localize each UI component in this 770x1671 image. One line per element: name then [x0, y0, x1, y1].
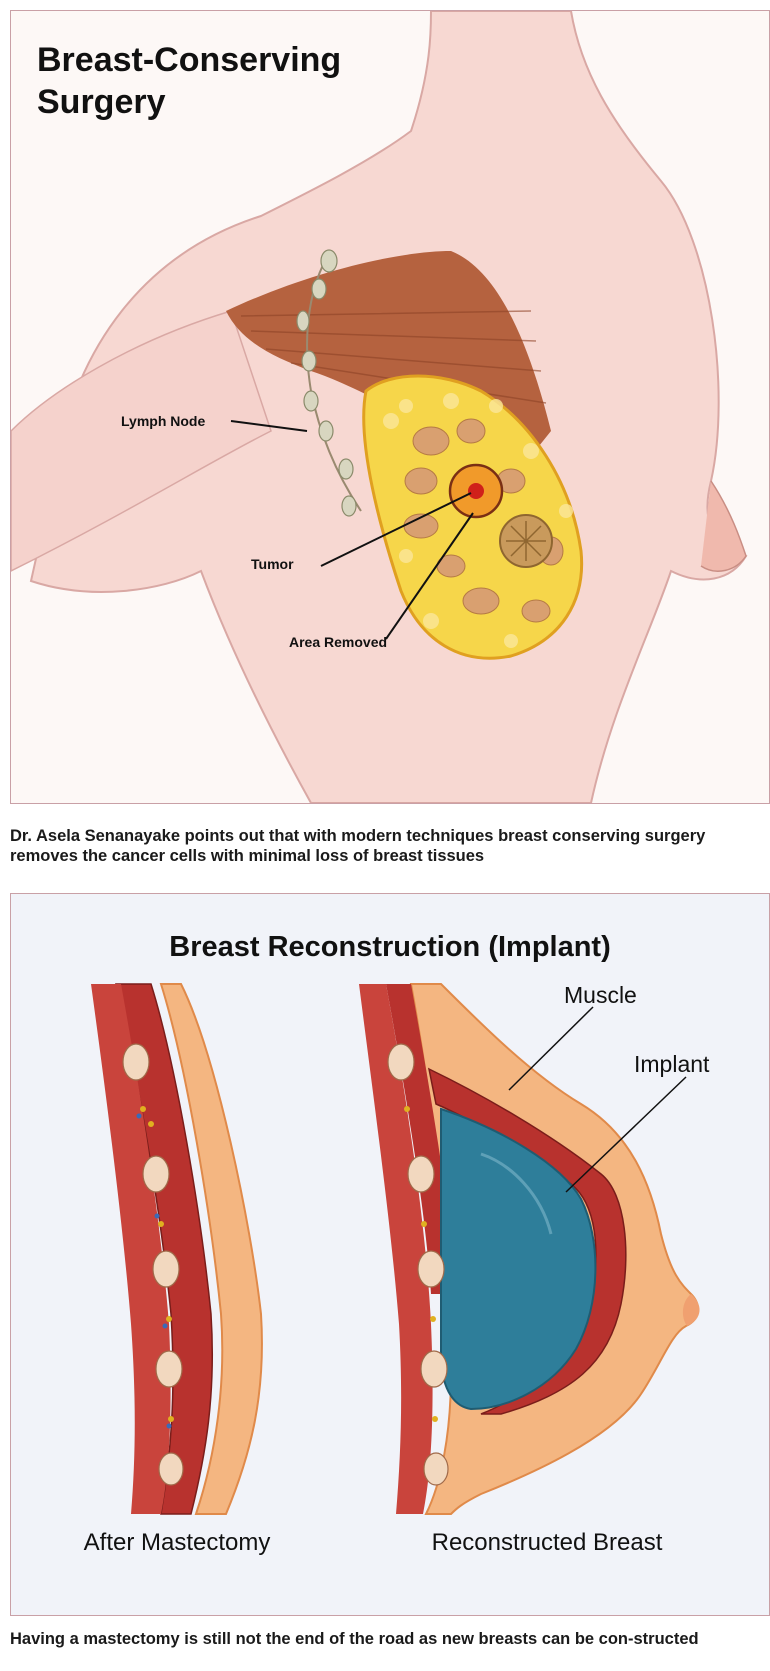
figure-breast-reconstruction: Breast Reconstruction (Implant) Muscle I… — [10, 893, 770, 1616]
implant — [440, 1107, 597, 1411]
label-area-removed: Area Removed — [289, 634, 387, 650]
surgery-illustration: Breast-Conserving Surgery Lymph Node Tum… — [11, 11, 748, 803]
reconstructed-breast-cross-section — [359, 983, 700, 1515]
label-lymph-node: Lymph Node — [121, 413, 205, 429]
reconstruction-illustration: Breast Reconstruction (Implant) Muscle I… — [84, 931, 710, 1556]
figure-breast-conserving-surgery: Breast-Conserving Surgery Lymph Node Tum… — [10, 10, 770, 804]
label-tumor: Tumor — [251, 556, 294, 572]
figure1-caption: Dr. Asela Senanayake points out that wit… — [10, 827, 706, 865]
tumor — [468, 483, 484, 499]
label-muscle: Muscle — [564, 982, 637, 1008]
label-implant: Implant — [634, 1051, 710, 1077]
arm-skin — [11, 310, 272, 572]
figure1-title-line2: Surgery — [37, 83, 166, 121]
label-reconstructed-breast: Reconstructed Breast — [432, 1529, 663, 1556]
figure1-title-line1: Breast-Conserving — [37, 41, 341, 79]
figure2-title: Breast Reconstruction (Implant) — [169, 931, 611, 963]
after-mastectomy-cross-section — [91, 983, 263, 1515]
figure2-caption: Having a mastectomy is still not the end… — [10, 1630, 699, 1648]
label-after-mastectomy: After Mastectomy — [84, 1529, 271, 1556]
